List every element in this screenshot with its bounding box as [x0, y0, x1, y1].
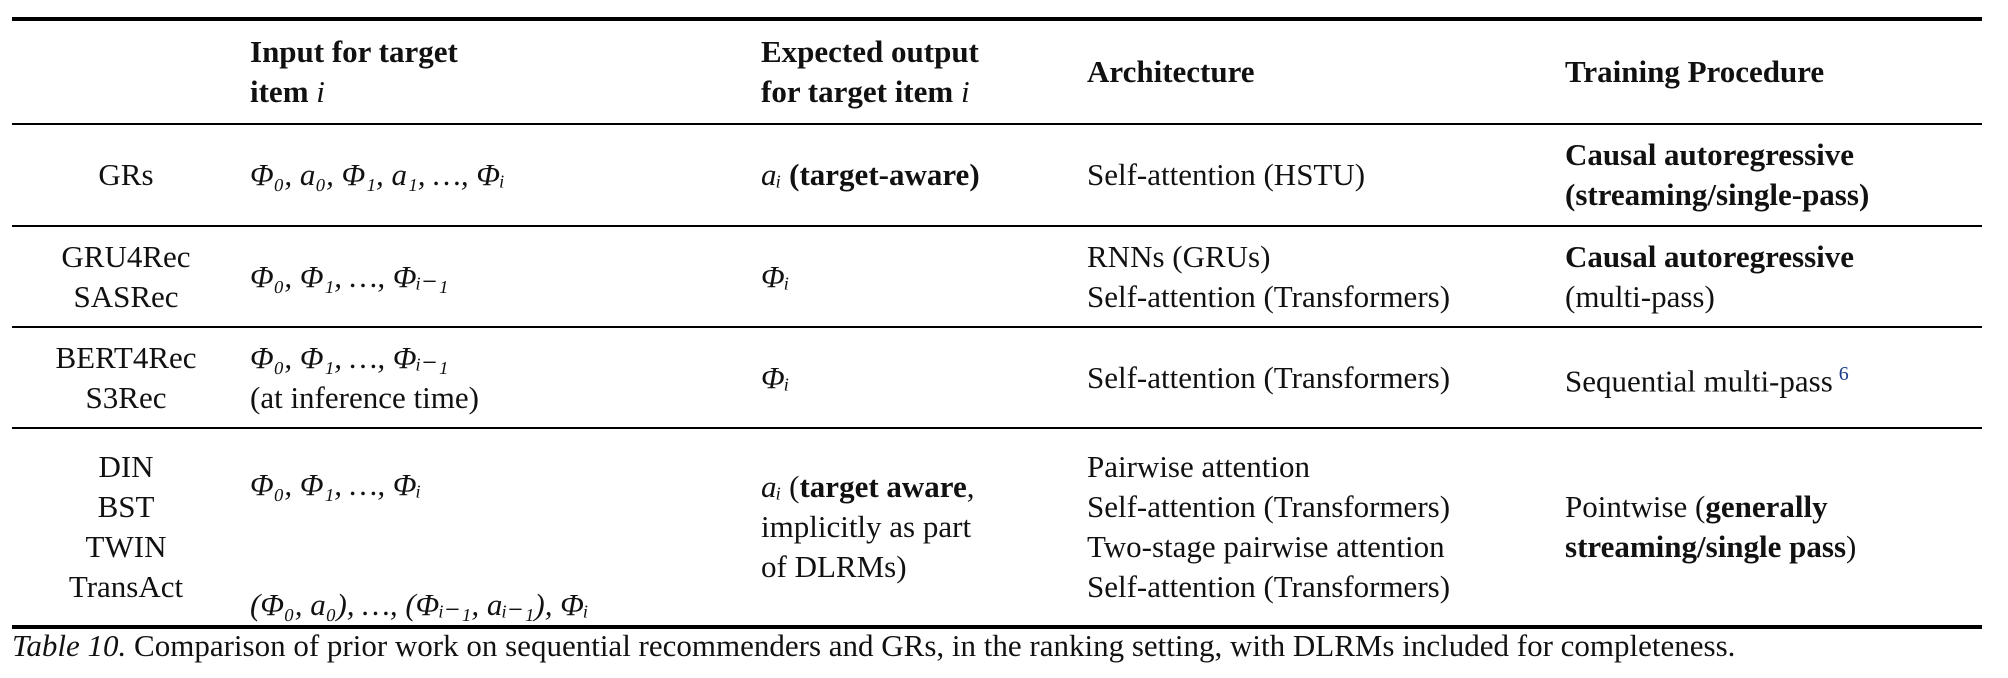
input-cell: Φ₀, Φ₁, …, Φᵢ₋₁: [250, 258, 449, 294]
output-cell: Φᵢ: [761, 258, 790, 294]
input-cell: Φ₀, a₀, Φ₁, a₁, …, Φᵢ: [250, 157, 505, 192]
training-cell: Causal autoregressive (multi-pass): [1565, 238, 1855, 314]
table-caption: Table 10. Comparison of prior work on se…: [12, 628, 1735, 664]
header-row: Input for target item i Expected output …: [12, 19, 1982, 124]
input-cell: Φ₀, Φ₁, …, Φᵢ (Φ₀, a₀), …, (Φᵢ₋₁, aᵢ₋₁),…: [250, 467, 589, 622]
architecture-cell: RNNs (GRUs) Self-attention (Transformers…: [1087, 238, 1451, 314]
table-row-bert4rec-s3rec: BERT4Rec S3Rec Φ₀, Φ₁, …, Φᵢ₋₁ (at infer…: [12, 327, 1982, 428]
table-row-grs: GRs Φ₀, a₀, Φ₁, a₁, …, Φᵢ aᵢ (target-awa…: [12, 124, 1982, 226]
output-cell: aᵢ (target aware, implicitly as part of …: [761, 469, 975, 584]
table-row-gru4rec-sasrec: GRU4Rec SASRec Φ₀, Φ₁, …, Φᵢ₋₁ Φᵢ RNNs (…: [12, 226, 1982, 327]
training-cell: Pointwise (generally streaming/single pa…: [1565, 489, 1857, 564]
header-method: [12, 19, 240, 124]
header-output: Expected output for target item i: [761, 34, 979, 109]
header-training: Training Procedure: [1565, 54, 1825, 89]
table-row-dlrms: DIN BST TWIN TransAct Φ₀, Φ₁, …, Φᵢ (Φ₀,…: [12, 428, 1982, 627]
methods-cell: BERT4Rec S3Rec: [55, 339, 197, 415]
output-cell: Φᵢ: [761, 359, 790, 395]
architecture-cell: Pairwise attention Self-attention (Trans…: [1087, 449, 1451, 604]
methods-cell: GRs: [98, 157, 154, 192]
input-cell: Φ₀, Φ₁, …, Φᵢ₋₁ (at inference time): [250, 339, 479, 415]
header-architecture: Architecture: [1087, 54, 1255, 89]
methods-cell: DIN BST TWIN TransAct: [68, 449, 184, 604]
caption-label: Table 10.: [12, 628, 127, 663]
architecture-cell: Self-attention (Transformers): [1087, 359, 1451, 395]
training-cell: Causal autoregressive (streaming/single-…: [1565, 137, 1870, 212]
footnote-link[interactable]: 6: [1838, 362, 1849, 385]
comparison-table: Input for target item i Expected output …: [12, 17, 1982, 629]
header-input: Input for target item i: [250, 34, 458, 109]
methods-cell: GRU4Rec SASRec: [61, 238, 191, 314]
architecture-cell: Self-attention (HSTU): [1087, 157, 1366, 192]
caption-text: Comparison of prior work on sequential r…: [126, 628, 1736, 663]
output-cell: aᵢ (target-aware): [761, 157, 980, 192]
